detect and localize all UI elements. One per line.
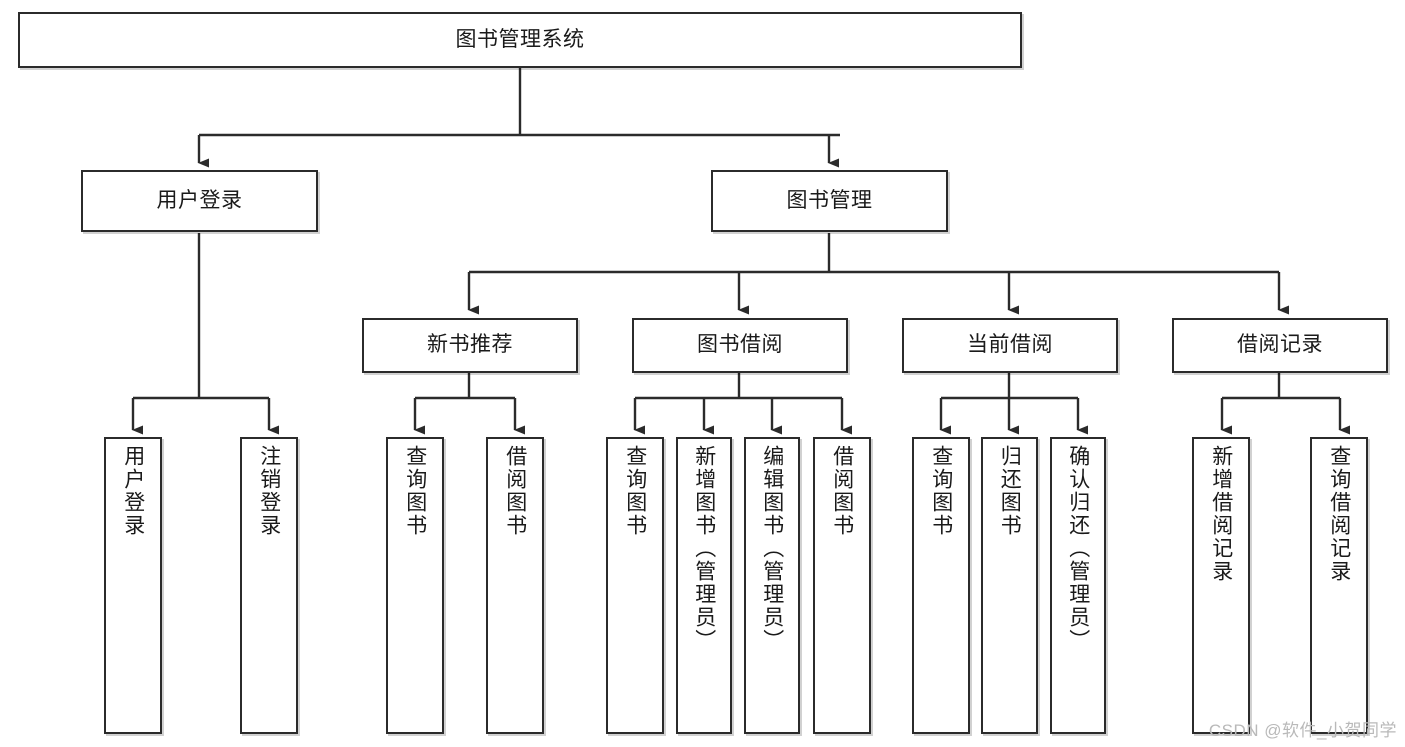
node-root-label: 图书管理系统 <box>455 27 585 51</box>
node-book-manage[interactable]: 图书管理 <box>711 170 948 232</box>
node-borrow-record-label: 借阅记录 <box>1237 333 1323 357</box>
node-leaf-user-login[interactable]: 用户登录 <box>104 437 162 734</box>
node-leaf-query-book-recommend-label: 查询图书 <box>403 445 427 537</box>
node-leaf-query-book-current-label: 查询图书 <box>929 445 953 537</box>
node-root[interactable]: 图书管理系统 <box>18 12 1022 68</box>
node-current-borrow-label: 当前借阅 <box>967 333 1053 357</box>
node-leaf-query-book-borrow-label: 查询图书 <box>623 445 647 537</box>
node-leaf-borrow-book[interactable]: 借阅图书 <box>813 437 871 734</box>
node-leaf-edit-book[interactable]: 编辑图书（管理员） <box>744 437 800 734</box>
node-book-borrow[interactable]: 图书借阅 <box>632 318 848 373</box>
node-leaf-add-borrow-record[interactable]: 新增借阅记录 <box>1192 437 1250 734</box>
node-leaf-query-book-current[interactable]: 查询图书 <box>912 437 970 734</box>
node-leaf-edit-book-label: 编辑图书（管理员） <box>760 445 784 652</box>
node-leaf-add-book-label: 新增图书（管理员） <box>692 445 716 652</box>
node-leaf-query-book-recommend[interactable]: 查询图书 <box>386 437 444 734</box>
node-leaf-borrow-book-label: 借阅图书 <box>830 445 854 537</box>
node-leaf-return-book-label: 归还图书 <box>998 445 1022 537</box>
node-leaf-query-borrow-record[interactable]: 查询借阅记录 <box>1310 437 1368 734</box>
node-leaf-logout-label: 注销登录 <box>257 445 281 537</box>
node-leaf-borrow-book-recommend-label: 借阅图书 <box>503 445 527 537</box>
node-leaf-logout[interactable]: 注销登录 <box>240 437 298 734</box>
node-new-book-recommend[interactable]: 新书推荐 <box>362 318 578 373</box>
node-user-login[interactable]: 用户登录 <box>81 170 318 232</box>
node-book-borrow-label: 图书借阅 <box>697 333 783 357</box>
node-leaf-query-book-borrow[interactable]: 查询图书 <box>606 437 664 734</box>
node-leaf-query-borrow-record-label: 查询借阅记录 <box>1327 445 1351 583</box>
watermark-text: CSDN @软件_小贺同学 <box>1208 721 1397 740</box>
node-book-manage-label: 图书管理 <box>786 188 873 212</box>
node-leaf-return-book[interactable]: 归还图书 <box>981 437 1038 734</box>
node-new-book-recommend-label: 新书推荐 <box>427 333 513 357</box>
node-leaf-confirm-return-label: 确认归还（管理员） <box>1066 445 1090 652</box>
node-leaf-user-login-label: 用户登录 <box>121 445 145 537</box>
node-leaf-add-borrow-record-label: 新增借阅记录 <box>1209 445 1233 583</box>
node-current-borrow[interactable]: 当前借阅 <box>902 318 1118 373</box>
node-leaf-confirm-return[interactable]: 确认归还（管理员） <box>1050 437 1106 734</box>
node-leaf-add-book[interactable]: 新增图书（管理员） <box>676 437 732 734</box>
node-leaf-borrow-book-recommend[interactable]: 借阅图书 <box>486 437 544 734</box>
node-borrow-record[interactable]: 借阅记录 <box>1172 318 1388 373</box>
node-user-login-label: 用户登录 <box>156 188 243 212</box>
